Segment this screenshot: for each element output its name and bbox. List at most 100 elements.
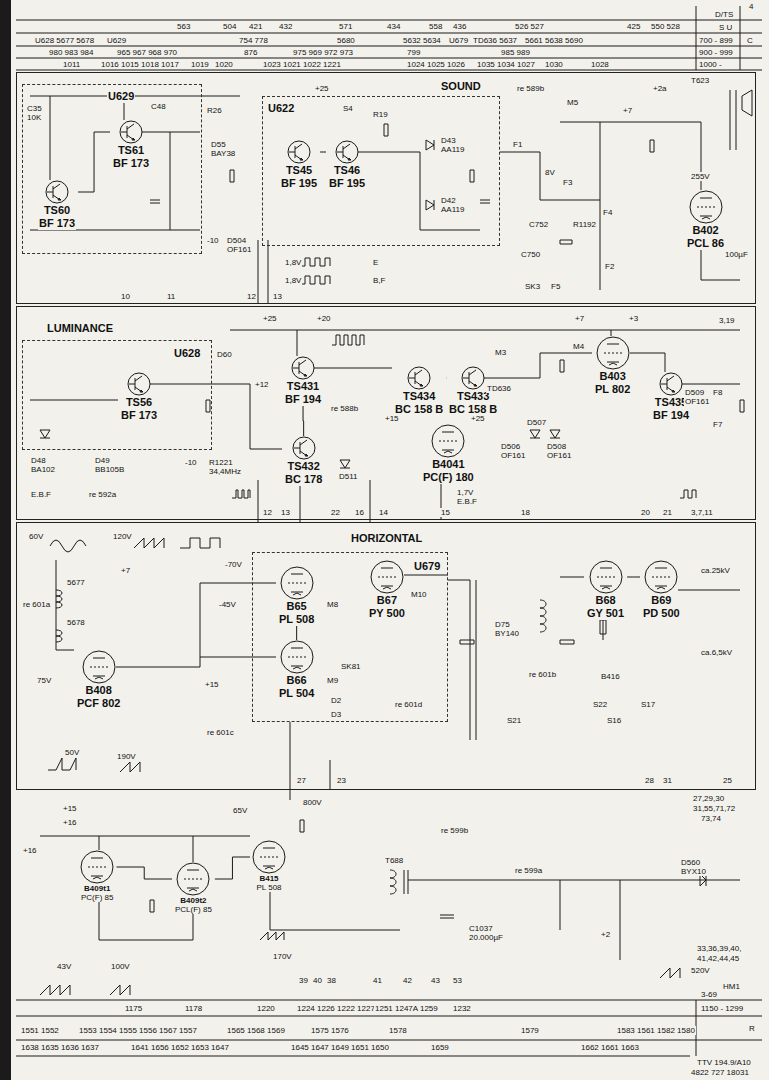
transistor-electrodes: [337, 144, 351, 160]
schematic-label: 5632 5634: [402, 36, 442, 45]
schematic-label: 23: [336, 776, 347, 785]
schematic-label: 31,55,71,72: [692, 804, 736, 813]
envelope-circle: [645, 561, 677, 593]
schematic-label: 1641 1656 1652 1653 1647: [130, 1043, 230, 1052]
part-reference: TS46: [333, 164, 361, 177]
schematic-label: 900 - 999: [698, 48, 734, 57]
schematic-label: C750: [520, 250, 541, 259]
envelope-circle: [83, 651, 115, 683]
transistor-electrodes: [121, 124, 135, 140]
schematic-label: 60V: [28, 532, 44, 541]
schematic-label: 12: [246, 292, 257, 301]
transistor-glyph: [45, 180, 69, 204]
schematic-label: 38: [326, 976, 337, 985]
schematic-label: 700 - 899: [698, 36, 734, 45]
schematic-label: 1150 - 1299: [700, 1004, 744, 1013]
schematic-label: 1030: [544, 60, 564, 69]
schematic-label: C1037: [468, 924, 494, 933]
schematic-label: +25: [314, 84, 330, 93]
module-outline: U628TS56BF 173: [22, 340, 212, 450]
schematic-label: TD636 5637: [472, 36, 518, 45]
schematic-label: 27,29,30: [692, 794, 725, 803]
envelope-circle: [128, 373, 150, 395]
valve-electrodes: [291, 574, 303, 595]
schematic-label: F1: [512, 140, 523, 149]
schematic-label: BYX10: [680, 867, 707, 876]
schematic-label: 75V: [36, 676, 52, 685]
schematic-label: D506: [500, 442, 521, 451]
schematic-label: re 601a: [22, 600, 51, 609]
schematic-label: re 601d: [394, 700, 423, 709]
transistor-glyph: [659, 372, 683, 396]
schematic-label: +7: [120, 566, 131, 575]
module-outline: U679B65PL 508B66PL 504B67PY 500: [252, 552, 448, 722]
schematic-label: -10: [206, 236, 220, 245]
valve-grid: [597, 577, 615, 578]
schematic-label: 3,19: [718, 316, 736, 325]
schematic-label: re 592a: [88, 490, 117, 499]
scan-edge: [0, 0, 11, 1080]
valve-grid: [260, 857, 278, 858]
transistor-electrodes: [289, 144, 303, 160]
schematic-label: S21: [506, 716, 522, 725]
part-reference: TS61: [117, 144, 145, 157]
valve-electrodes: [442, 432, 454, 453]
module-outline: U622TS45BF 195TS46BF 195: [262, 96, 500, 246]
part-reference: B68: [594, 594, 616, 607]
schematic-label: 25: [722, 776, 733, 785]
section-band: LUMINANCEU628TS56BF 173TS431BF 194TS432B…: [16, 306, 756, 520]
part-reference: B415: [258, 874, 279, 883]
schematic-label: 526 527: [514, 22, 545, 31]
schematic-label: 42: [402, 976, 413, 985]
schematic-label: F4: [602, 208, 613, 217]
schematic-label: +7: [574, 314, 585, 323]
schematic-label: 10: [120, 292, 131, 301]
schematic-label: OF161: [684, 397, 710, 406]
part-reference: TS431: [286, 380, 320, 393]
part-reference: TS435: [654, 396, 688, 409]
schematic-label: OF161: [546, 451, 572, 460]
envelope-circle: [590, 561, 622, 593]
schematic-label: D2: [330, 696, 342, 705]
part-reference: B409t2: [179, 896, 207, 905]
schematic-label: C: [746, 36, 754, 45]
envelope-circle: [177, 863, 209, 895]
schematic-label: D507: [526, 418, 547, 427]
envelope-circle: [336, 141, 358, 163]
part-reference: TS60: [43, 204, 71, 217]
schematic-label: re 588b: [330, 404, 359, 413]
valve-symbol: B408PCF 802: [74, 650, 123, 710]
schematic-label: 571: [338, 22, 353, 31]
schematic-label: 39: [298, 976, 309, 985]
schematic-label: C48: [150, 102, 167, 111]
transistor-symbol: TS431BF 194: [282, 356, 324, 406]
schematic-label: B416: [600, 672, 621, 681]
schematic-label: 1000 -: [698, 60, 723, 69]
valve-symbol: B409t2PCL(F) 85: [172, 862, 215, 914]
valve-glyph: [589, 560, 623, 594]
schematic-label: 1578: [388, 1026, 408, 1035]
envelope-circle: [288, 141, 310, 163]
schematic-label: S17: [640, 700, 656, 709]
valve-glyph: [82, 650, 116, 684]
schematic-label: AA119: [440, 205, 465, 214]
schematic-label: C35: [26, 104, 43, 113]
transistor-glyph: [292, 436, 316, 460]
luminance-wires: [30, 330, 740, 522]
schematic-label: 14: [378, 508, 389, 517]
schematic-label: D60: [216, 350, 233, 359]
schematic-label: 1645 1647 1649 1651 1650: [290, 1043, 390, 1052]
wire-connector: [78, 132, 110, 192]
schematic-label: 22: [330, 508, 341, 517]
part-reference: B402: [691, 224, 719, 237]
wire-connector: [320, 152, 326, 153]
schematic-label: 1035 1034 1027: [476, 60, 536, 69]
part-reference: TS45: [285, 164, 313, 177]
part-reference: B67: [376, 594, 398, 607]
schematic-label: 13: [280, 508, 291, 517]
schematic-label: TD636: [486, 384, 512, 393]
wire-connector: [627, 577, 640, 578]
part-reference: TS434: [402, 390, 436, 403]
valve-grid: [184, 879, 202, 880]
schematic-label: E: [372, 258, 379, 267]
